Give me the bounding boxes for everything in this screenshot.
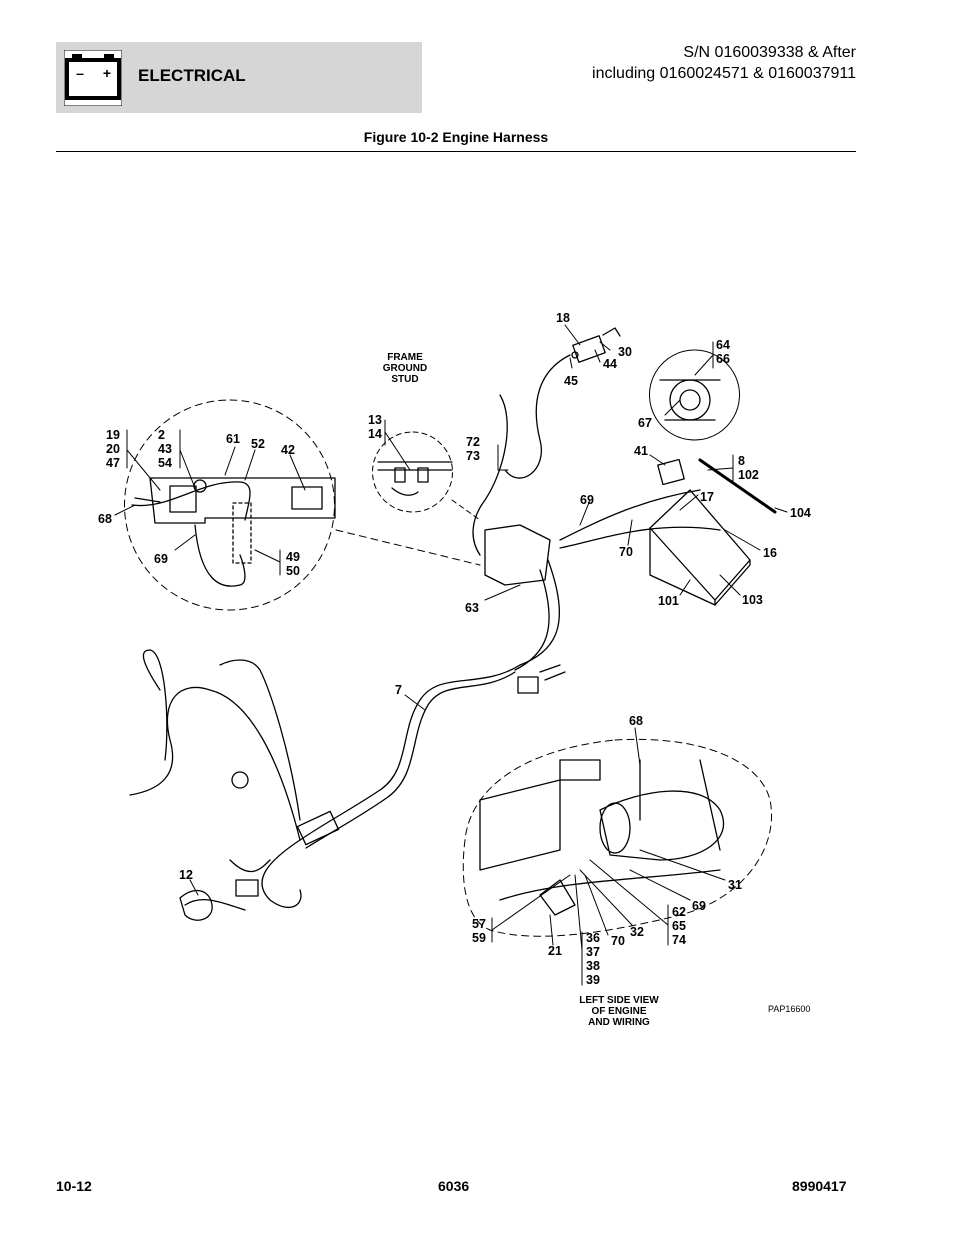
callout-32: 32 [630, 925, 644, 939]
left-side-view-note: LEFT SIDE VIEW OF ENGINE AND WIRING [579, 995, 659, 1028]
callout-61: 61 [226, 432, 240, 446]
callout-101: 101 [658, 594, 679, 608]
frame-ground-stud-note: FRAME GROUND STUD [382, 352, 428, 385]
callout-63: 63 [465, 601, 479, 615]
callout-70-top: 70 [619, 545, 633, 559]
battery-plus-symbol: + [103, 65, 111, 81]
frame-ground-inset [372, 431, 481, 521]
serial-line-1: S/N 0160039338 & After [683, 44, 856, 61]
section-header: – + ELECTRICAL [56, 42, 422, 113]
callout-70-bottom: 70 [611, 934, 625, 948]
callout-57-59: 57 59 [472, 917, 486, 945]
callout-41: 41 [634, 444, 648, 458]
callout-45: 45 [564, 374, 578, 388]
callout-30: 30 [618, 345, 632, 359]
callout-19-20-47: 19 20 47 [106, 428, 120, 470]
alternator-view [649, 349, 740, 441]
callout-7: 7 [395, 683, 402, 697]
callout-72-73: 72 73 [466, 435, 480, 463]
serial-number-range: S/N 0160039338 & After including 0160024… [592, 42, 856, 84]
main-harness [129, 354, 721, 921]
section-title: ELECTRICAL [138, 66, 246, 85]
battery-minus-symbol: – [76, 65, 84, 81]
callout-104: 104 [790, 506, 811, 520]
callout-68-left: 68 [98, 512, 112, 526]
callout-13-14: 13 14 [368, 413, 382, 441]
footer-page-number: 10-12 [56, 1178, 92, 1194]
callout-2-43-54: 2 43 54 [158, 428, 172, 470]
callout-52: 52 [251, 437, 265, 451]
callout-42: 42 [281, 443, 295, 457]
callout-68-bottom: 68 [629, 714, 643, 728]
callout-17: 17 [700, 490, 714, 504]
engine-left-side-view [462, 738, 772, 937]
battery-icon: – + [63, 49, 123, 107]
header-rule [56, 151, 856, 152]
footer-part-number: 8990417 [792, 1178, 847, 1194]
drawing-number: PAP16600 [768, 1004, 811, 1014]
callout-64-66: 64 66 [716, 338, 730, 366]
callout-12: 12 [179, 868, 193, 882]
callout-leaders [114, 324, 788, 986]
serial-line-2: including 0160024571 & 0160037911 [592, 65, 856, 82]
callout-31: 31 [728, 878, 742, 892]
callout-69-bottom: 69 [692, 899, 706, 913]
callout-103: 103 [742, 593, 763, 607]
figure-title: Figure 10-2 Engine Harness [363, 129, 549, 145]
callout-49-50: 49 50 [286, 550, 300, 578]
callout-62-65-74: 62 65 74 [672, 905, 686, 947]
callout-69-top: 69 [580, 493, 594, 507]
callout-69-left: 69 [154, 552, 168, 566]
callout-18: 18 [556, 311, 570, 325]
callout-21: 21 [548, 944, 562, 958]
callout-44: 44 [603, 357, 617, 371]
callout-67: 67 [638, 416, 652, 430]
footer-model: 6036 [438, 1178, 470, 1194]
callout-36-39: 36 37 38 39 [586, 931, 600, 987]
callout-16: 16 [763, 546, 777, 560]
callout-8-102: 8 102 [738, 454, 759, 482]
battery-drawing [649, 458, 777, 606]
